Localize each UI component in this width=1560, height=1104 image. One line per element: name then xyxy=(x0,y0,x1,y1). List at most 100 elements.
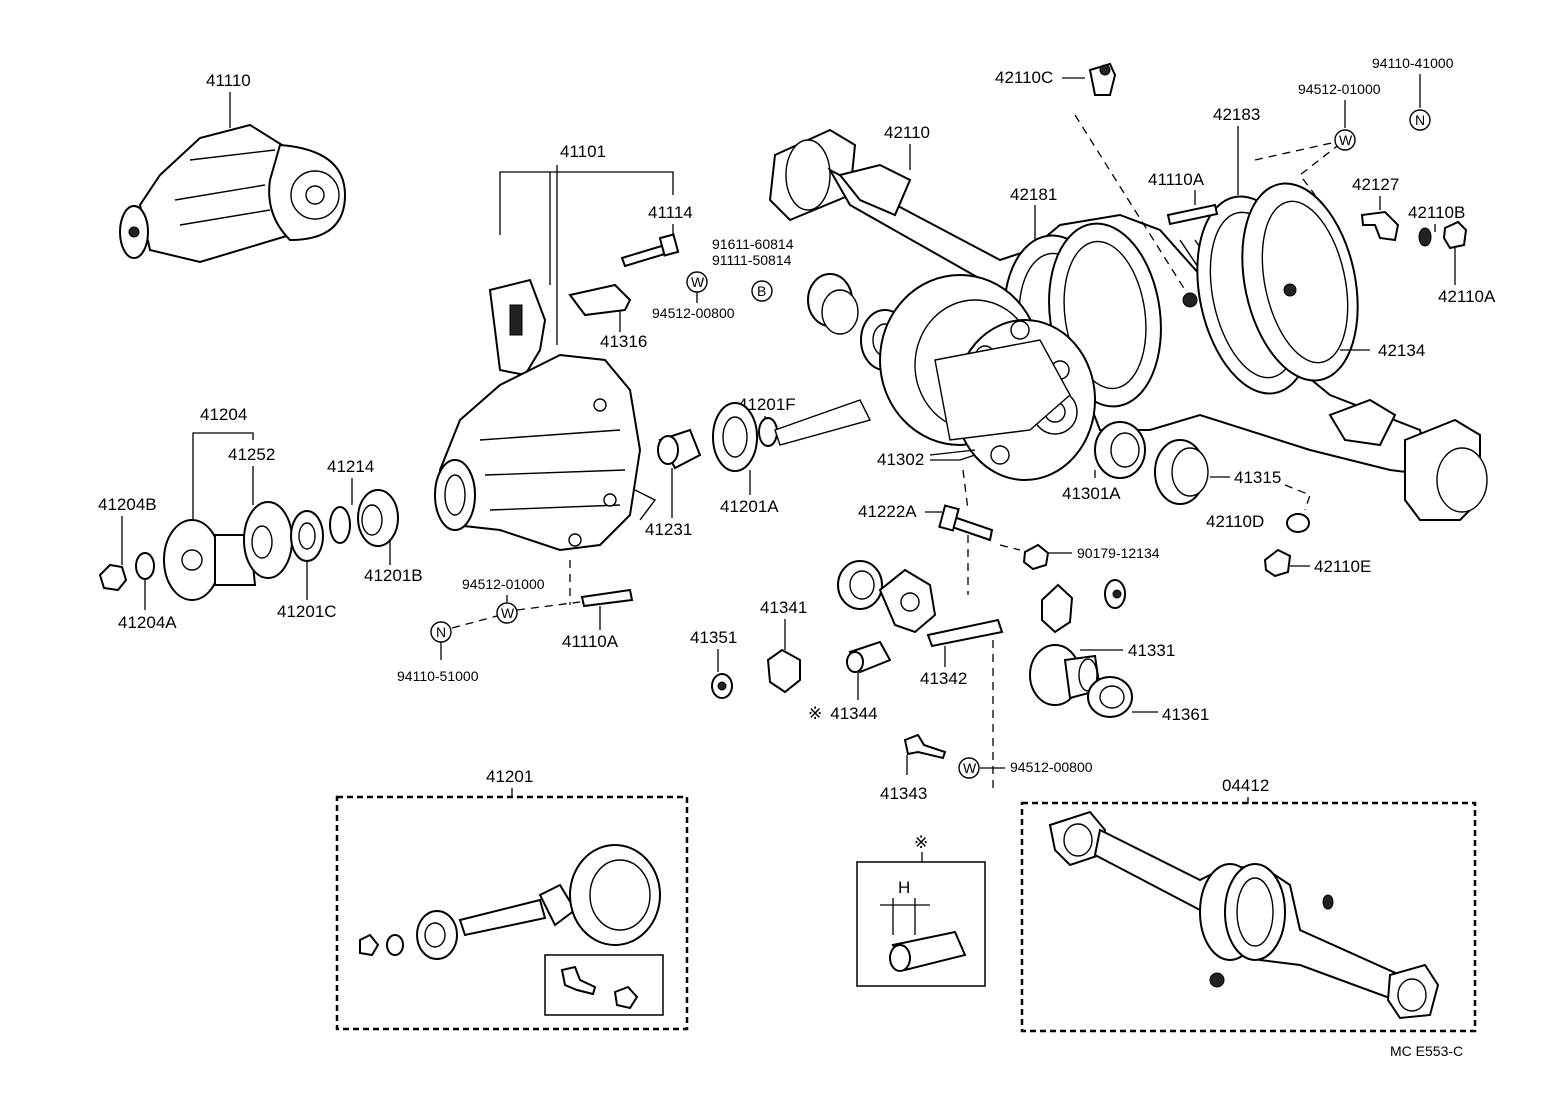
label-41344: ※ 41344 xyxy=(808,704,878,723)
w-symbol-text-4: W xyxy=(963,760,977,776)
w-symbol-washer: W xyxy=(686,271,708,293)
label-41201F: 41201F xyxy=(738,395,796,414)
label-41204: 41204 xyxy=(200,405,247,424)
thrust-washer-right[interactable] xyxy=(1104,579,1126,609)
gasket-42110D[interactable]: 42110D xyxy=(1206,512,1310,533)
spacer-dimension-detail: ※ H xyxy=(856,833,986,987)
label-41302: 41302 xyxy=(877,450,924,469)
carrier-housing-41101[interactable]: 41101 xyxy=(434,142,674,552)
label-94512-00800-b: 94512-00800 xyxy=(1010,759,1093,775)
label-41252: 41252 xyxy=(228,445,275,464)
breather-plug-42110C[interactable]: 42110C xyxy=(995,62,1117,96)
label-41316: 41316 xyxy=(600,332,647,351)
label-41341: 41341 xyxy=(760,598,807,617)
thrust-washer-41361[interactable]: 41361 xyxy=(1087,676,1209,724)
dimension-h-label: H xyxy=(898,878,910,897)
w-symbol-text-2: W xyxy=(501,605,515,621)
note-mark-41344: ※ xyxy=(808,704,822,723)
label-41301A: 41301A xyxy=(1062,484,1121,503)
label-42110: 42110 xyxy=(884,123,930,142)
companion-flange-41204[interactable]: 41204 41252 xyxy=(163,405,293,601)
side-bearing-41315[interactable]: 41315 xyxy=(1154,439,1281,505)
label-41342: 41342 xyxy=(920,669,967,688)
bearing-41201B[interactable]: 41201B xyxy=(357,489,423,585)
label-41344-number: 41344 xyxy=(830,704,877,723)
label-94512-00800-a: 94512-00800 xyxy=(652,305,735,321)
pinion-gear-right[interactable] xyxy=(1041,583,1074,634)
b-symbol-text: B xyxy=(757,283,766,299)
w-symbol-washer-4: W xyxy=(958,757,980,779)
differential-carrier-assembly-icon[interactable]: 41110 xyxy=(119,71,347,264)
label-42110B: 42110B xyxy=(1408,203,1465,222)
label-41110A-b: 41110A xyxy=(1148,170,1205,189)
label-42134: 42134 xyxy=(1378,341,1425,360)
label-41201: 41201 xyxy=(486,767,533,786)
label-42110A: 42110A xyxy=(1438,287,1496,306)
note-mark: ※ xyxy=(914,833,928,852)
differential-case-41301A[interactable] xyxy=(934,319,1096,481)
label-41110: 41110 xyxy=(206,71,251,90)
bracket-42127[interactable]: 42127 xyxy=(1352,175,1399,242)
label-42110D: 42110D xyxy=(1206,512,1264,531)
label-41231: 41231 xyxy=(645,520,692,539)
stud-bolt-41110A-a[interactable]: 41110A xyxy=(562,588,634,651)
label-41201A: 41201A xyxy=(720,497,779,516)
n-symbol-nut: N xyxy=(430,621,452,643)
label-94110-41000: 94110-41000 xyxy=(1372,55,1454,71)
pinion-shaft-41342[interactable]: 41342 xyxy=(920,618,1004,688)
thrust-washer-41351[interactable]: 41351 xyxy=(690,628,737,699)
label-41204A: 41204A xyxy=(118,613,177,632)
side-gear-41331[interactable]: 41331 xyxy=(1029,641,1175,706)
bolt-41222A[interactable]: 41222A xyxy=(858,502,994,542)
ring-gear-pinion-icon[interactable]: 41201 xyxy=(335,767,689,1031)
pinion-gear-41341[interactable]: 41341 xyxy=(760,598,807,694)
label-41315: 41315 xyxy=(1234,468,1281,487)
spacer-41231[interactable]: 41231 xyxy=(645,428,702,539)
spacer-sleeve-icon[interactable]: ※ 41344 xyxy=(808,640,892,723)
b-symbol-bolt: B xyxy=(751,280,773,302)
thrust-washer-left[interactable] xyxy=(837,560,883,610)
pinion-gear-left[interactable] xyxy=(878,568,937,634)
n-symbol-text: N xyxy=(436,624,446,640)
w-symbol-washer-2: W xyxy=(496,602,518,624)
bracket-41316[interactable]: 41316 xyxy=(568,283,647,351)
w-symbol-washer-3: W xyxy=(1334,129,1356,151)
side-bearing-right[interactable]: 41301A xyxy=(1062,421,1146,503)
washer-41204A[interactable]: 41204A xyxy=(118,552,177,632)
stud-bolt-41110A-b[interactable]: 41110A xyxy=(1148,170,1219,226)
label-42127: 42127 xyxy=(1352,175,1399,194)
nut-90179-12134[interactable]: 90179-12134 xyxy=(1022,543,1160,571)
w-symbol-text: W xyxy=(691,274,705,290)
bolt-41114[interactable]: 41114 xyxy=(620,203,693,268)
label-41114: 41114 xyxy=(648,203,693,222)
rear-cover-42134[interactable]: 42134 xyxy=(1225,173,1425,391)
label-41101: 41101 xyxy=(560,142,606,161)
lock-pin-41343[interactable]: 41343 xyxy=(880,733,947,803)
filler-plug-42110A[interactable]: 42110A xyxy=(1438,220,1496,306)
label-42181: 42181 xyxy=(1010,185,1057,204)
bearing-41201A[interactable]: 41201F 41201A xyxy=(712,395,796,516)
spacer-41214[interactable]: 41214 xyxy=(327,457,374,544)
label-42183: 42183 xyxy=(1213,105,1260,124)
footer-code: MC E553-C xyxy=(1390,1043,1463,1059)
label-41214: 41214 xyxy=(327,457,374,476)
label-41204B: 41204B xyxy=(98,495,157,514)
label-41343: 41343 xyxy=(880,784,927,803)
label-91611-60814: 91611-60814 xyxy=(712,236,794,252)
plug-42110E[interactable]: 42110E xyxy=(1263,548,1371,578)
nut-41204B[interactable]: 41204B xyxy=(98,495,157,592)
label-41110A-a: 41110A xyxy=(562,632,619,651)
axle-housing-assembly-04412[interactable]: 04412 xyxy=(1020,776,1477,1033)
label-04412: 04412 xyxy=(1222,776,1269,795)
label-41201B: 41201B xyxy=(364,566,423,585)
n-symbol-text-2: N xyxy=(1415,112,1425,128)
label-41222A: 41222A xyxy=(858,502,917,521)
label-42110C: 42110C xyxy=(995,68,1053,87)
drain-plug-42110B[interactable]: 42110B xyxy=(1408,203,1465,247)
label-42110E: 42110E xyxy=(1314,557,1371,576)
oil-seal-41201C[interactable]: 41201C xyxy=(277,510,337,621)
n-symbol-nut-2: N xyxy=(1409,109,1431,131)
w-symbol-text-3: W xyxy=(1339,132,1353,148)
label-94512-01000-a: 94512-01000 xyxy=(462,576,545,592)
label-41331: 41331 xyxy=(1128,641,1175,660)
